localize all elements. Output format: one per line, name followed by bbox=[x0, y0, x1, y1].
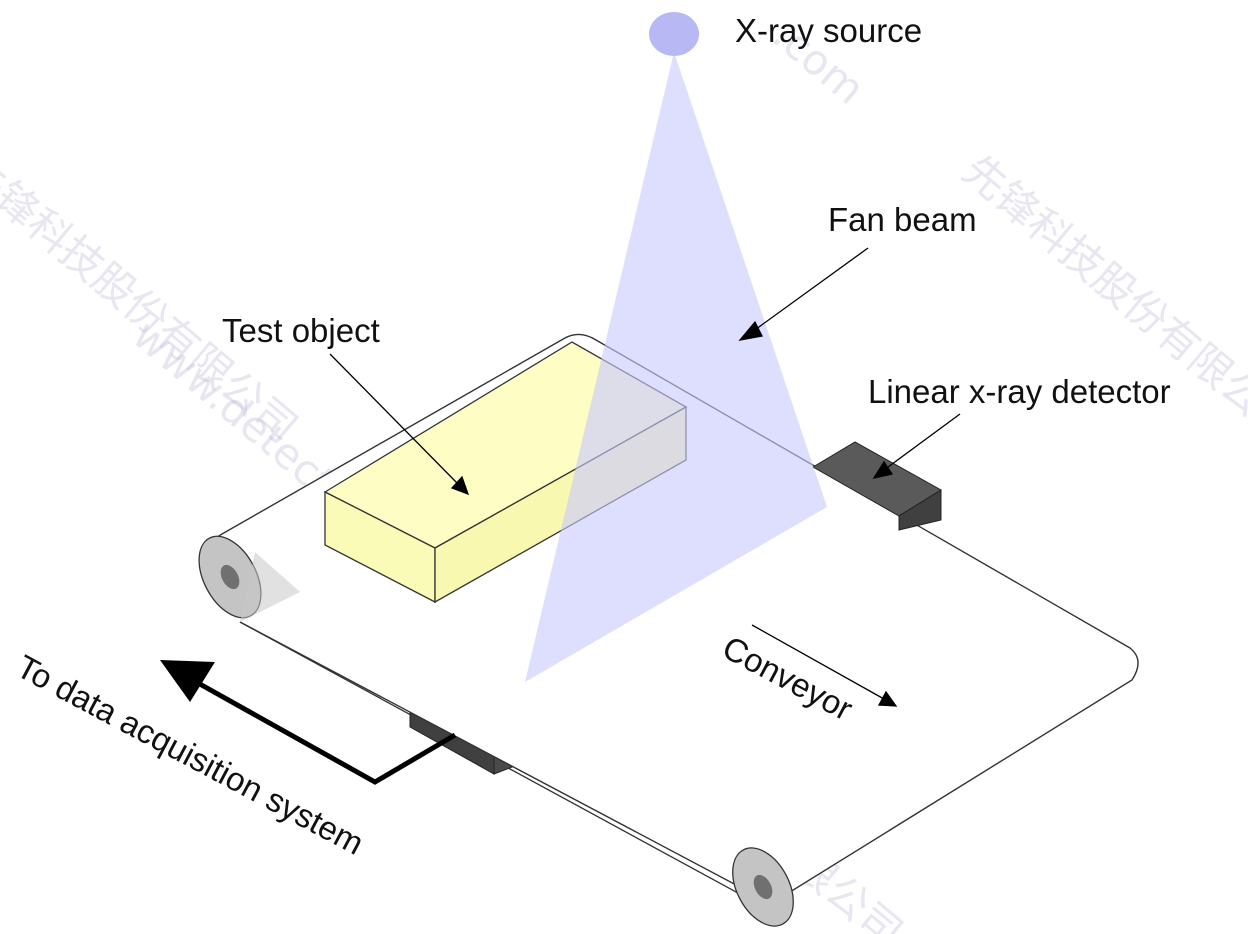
test-object-label: Test object bbox=[222, 312, 380, 349]
xray-source-label: X-ray source bbox=[735, 12, 922, 49]
detector-leader bbox=[883, 413, 961, 471]
test-object-leader bbox=[329, 353, 459, 485]
upper-detector bbox=[812, 441, 942, 531]
data-arrow-head bbox=[160, 660, 215, 702]
conveyor-direction-head bbox=[877, 690, 898, 707]
fan-beam-leader bbox=[751, 247, 869, 333]
back-roller bbox=[198, 535, 300, 622]
data-cable-line bbox=[196, 680, 457, 785]
fan-beam bbox=[525, 52, 827, 682]
leader-arrows bbox=[329, 247, 961, 707]
test-object-leader-head bbox=[450, 475, 470, 496]
detector-leader-head bbox=[872, 460, 894, 479]
conveyor-direction-line bbox=[751, 624, 885, 700]
watermark-company-3: 先锋科技股份有限公司 bbox=[0, 145, 307, 453]
xray-source bbox=[649, 12, 699, 56]
fan-beam-label: Fan beam bbox=[828, 201, 977, 238]
fan-beam-leader-head bbox=[738, 320, 763, 341]
data-acquisition-arrow bbox=[160, 660, 457, 785]
front-roller bbox=[732, 847, 794, 927]
linear-detector-label: Linear x-ray detector bbox=[868, 373, 1171, 410]
